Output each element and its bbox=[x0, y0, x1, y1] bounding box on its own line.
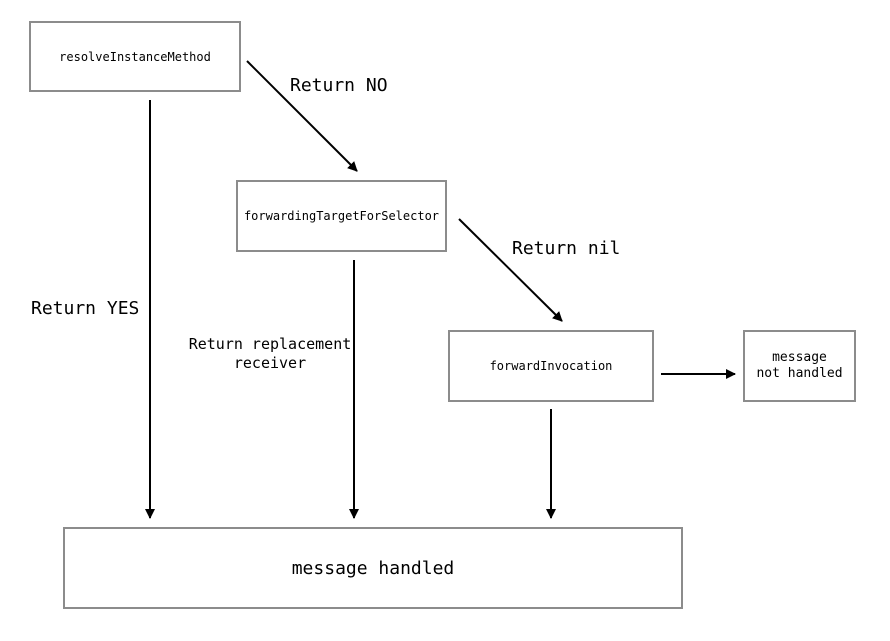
edge-label-return-replacement-line1: Return replacement bbox=[188, 335, 352, 353]
node-forward-invocation: forwardInvocation bbox=[448, 330, 654, 402]
edge-label-return-nil: Return nil bbox=[512, 238, 621, 259]
arrow-return-nil bbox=[458, 218, 563, 322]
edge-label-return-no: Return NO bbox=[290, 75, 388, 96]
edge-label-return-yes: Return YES bbox=[31, 298, 140, 319]
node-message-handled: message handled bbox=[63, 527, 683, 609]
arrow-return-no bbox=[246, 60, 358, 172]
node-forwarding-target-label: forwardingTargetForSelector bbox=[243, 209, 440, 223]
edge-label-return-replacement: Return replacement receiver bbox=[180, 335, 360, 373]
edge-label-return-replacement-line2: receiver bbox=[233, 354, 307, 372]
node-forward-invocation-label: forwardInvocation bbox=[489, 359, 613, 373]
node-handled-label: message handled bbox=[291, 557, 455, 579]
node-forwarding-target: forwardingTargetForSelector bbox=[236, 180, 447, 252]
node-resolve-instance-method: resolveInstanceMethod bbox=[29, 21, 241, 92]
node-message-not-handled: message not handled bbox=[743, 330, 856, 402]
node-resolve-label: resolveInstanceMethod bbox=[59, 49, 211, 64]
node-not-handled-line1: message bbox=[772, 350, 827, 365]
node-not-handled-line2: not handled bbox=[756, 366, 843, 381]
